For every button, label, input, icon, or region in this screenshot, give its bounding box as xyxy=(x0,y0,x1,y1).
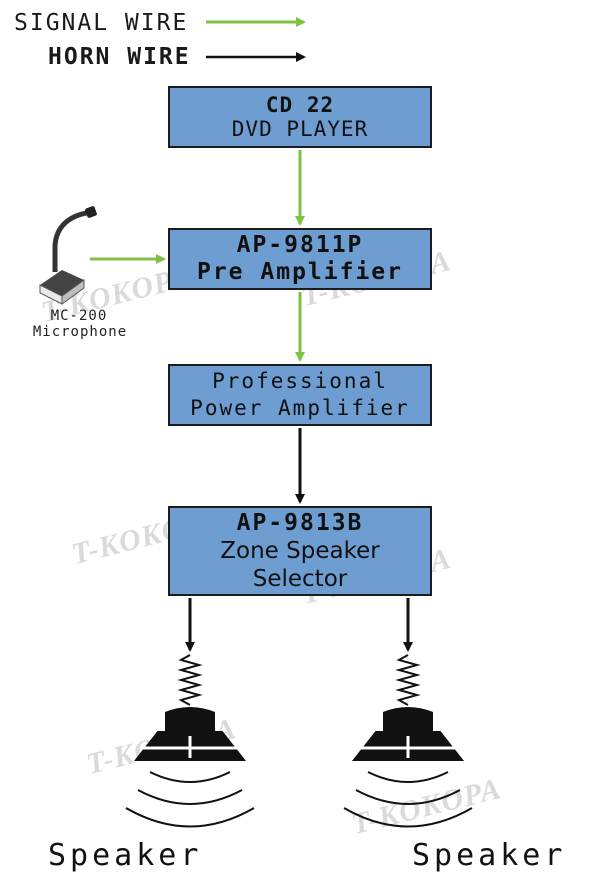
zone-selector-block: AP-9813B Zone Speaker Selector xyxy=(168,506,432,596)
spring-wire xyxy=(177,654,203,706)
power-amplifier-block: Professional Power Amplifier xyxy=(168,364,432,426)
pre-amplifier-name: Pre Amplifier xyxy=(196,259,403,285)
pre-amplifier-block: AP-9811P Pre Amplifier xyxy=(168,228,432,290)
horn-speaker-icon xyxy=(125,654,255,828)
zone-selector-line3: Selector xyxy=(252,566,348,592)
speaker-right-label: Speaker xyxy=(412,838,567,873)
pre-amplifier-model: AP-9811P xyxy=(236,232,364,258)
spring-wire xyxy=(395,654,421,706)
dvd-player-block: CD 22 DVD PLAYER xyxy=(168,86,432,148)
microphone-model-label: MC-200 xyxy=(50,308,108,324)
horn-speaker-icon xyxy=(343,654,473,828)
signal-wire-legend-label: SIGNAL WIRE xyxy=(14,10,189,36)
zone-selector-model: AP-9813B xyxy=(236,510,364,536)
dvd-player-model: CD 22 xyxy=(265,93,335,117)
dvd-player-name: DVD PLAYER xyxy=(231,117,369,141)
desk-microphone-icon xyxy=(39,206,97,305)
speaker-left-label: Speaker xyxy=(48,838,203,873)
power-amplifier-line1: Professional xyxy=(212,369,388,393)
zone-selector-line2: Zone Speaker xyxy=(220,538,380,564)
horn-wire-legend-label: HORN WIRE xyxy=(48,44,191,70)
power-amplifier-line2: Power Amplifier xyxy=(190,396,410,420)
microphone-label: Microphone xyxy=(32,324,128,340)
